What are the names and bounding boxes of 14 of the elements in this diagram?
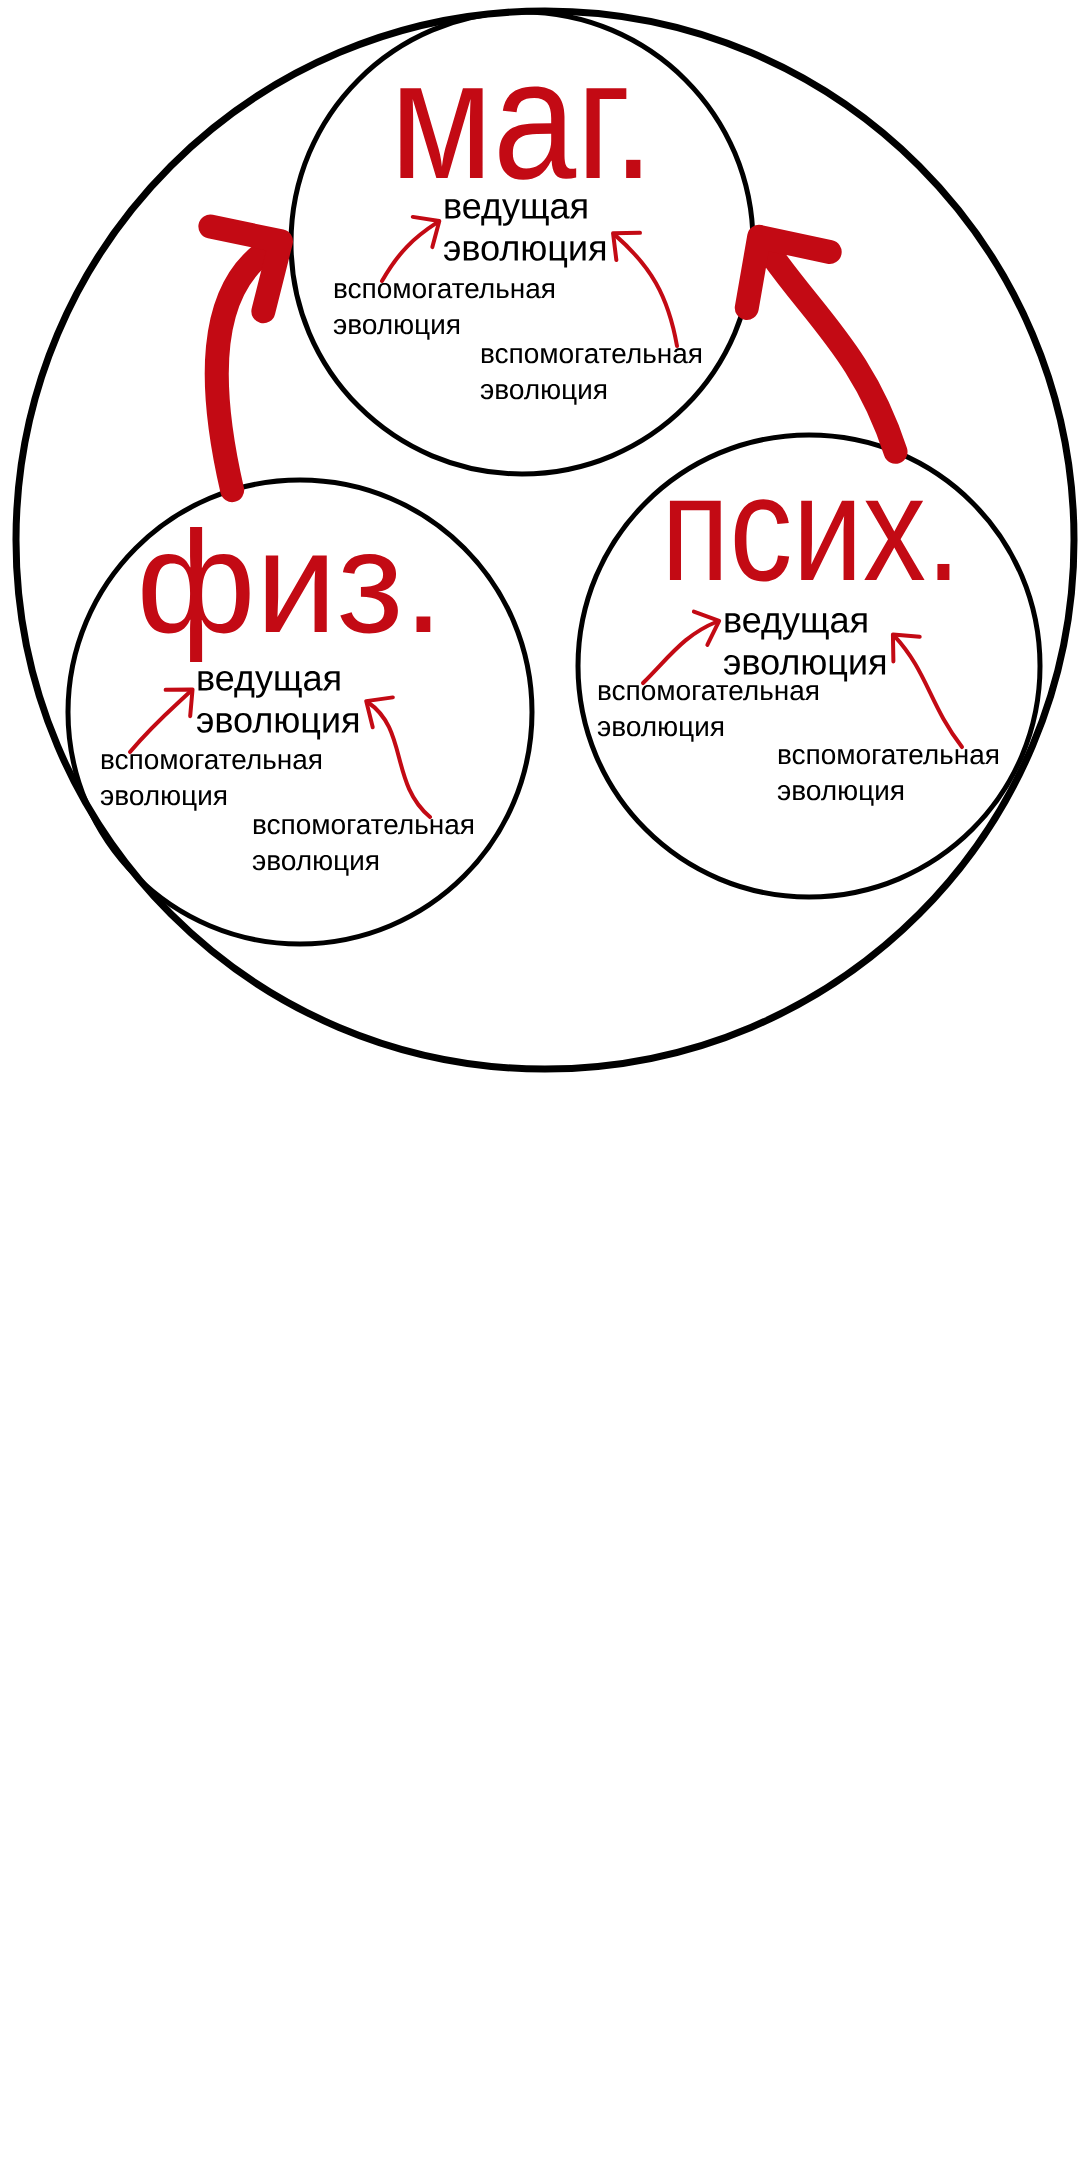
- text-label: ведущая эволюция: [724, 613, 886, 682]
- arrow: [128, 687, 195, 754]
- arrow: [611, 230, 679, 348]
- arrow: [890, 632, 964, 749]
- curved-arrow: [734, 224, 908, 464]
- arrow: [364, 695, 432, 819]
- text-label: вспомогательная эволюция: [480, 348, 701, 405]
- text-label: ведущая эволюция: [196, 671, 359, 740]
- text-label: ведущая эволюция: [444, 199, 606, 268]
- arrow: [641, 609, 722, 685]
- outer-circle: [12, 7, 1078, 1073]
- curved-arrow: [198, 214, 293, 503]
- text-label: вспомогательная эволюция: [777, 749, 998, 806]
- text-label: вспомогательная эволюция: [252, 819, 473, 876]
